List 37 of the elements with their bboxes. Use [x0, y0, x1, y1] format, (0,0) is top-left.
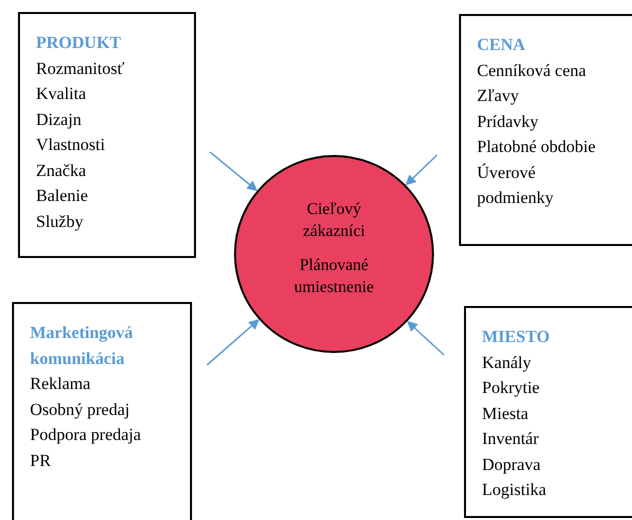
list-item: Kanály [482, 352, 532, 374]
list-item: Inventár [482, 428, 540, 450]
arrow [405, 154, 438, 186]
list-item: Rozmanitosť [36, 58, 126, 80]
list-item: Dizajn [36, 108, 82, 131]
list-item: Cenníková cena [477, 60, 588, 82]
list-item: Pokrytie [482, 377, 541, 399]
box-heading: CENA [477, 34, 526, 56]
list-item: Osobný predaj [30, 398, 131, 421]
list-item: Platobné obdobie [477, 136, 597, 158]
list-item: Miesta [482, 402, 530, 424]
list-item: Reklama [30, 373, 92, 395]
circle-text: Cieľový zákazníci [302, 198, 366, 242]
list-item: Balenie [36, 185, 89, 207]
arrow [210, 151, 258, 192]
box-heading: MIESTO [482, 326, 551, 348]
list-item: Značka [36, 160, 88, 182]
list-item: Doprava [482, 454, 542, 476]
list-item: Zľavy [477, 85, 520, 107]
arrow [206, 319, 260, 366]
list-item: Prídavky [477, 110, 540, 133]
circle-text: Plánované umiestnenie [293, 254, 375, 298]
category-box [459, 14, 632, 246]
list-item: Vlastnosti [36, 134, 106, 156]
list-item: Úverové podmienky [477, 162, 554, 209]
list-item: Logistika [482, 479, 548, 501]
list-item: Kvalita [36, 83, 88, 105]
arrow [406, 320, 444, 356]
category-box [12, 302, 192, 520]
target-circle [234, 155, 434, 353]
list-item: PR [30, 450, 52, 472]
category-box [18, 12, 196, 258]
box-heading: Marketingová komunikácia [30, 322, 134, 370]
box-heading: PRODUKT [36, 32, 122, 54]
list-item: Podpora predaja [30, 424, 142, 446]
list-item: Služby [36, 210, 84, 233]
category-box [464, 306, 632, 518]
